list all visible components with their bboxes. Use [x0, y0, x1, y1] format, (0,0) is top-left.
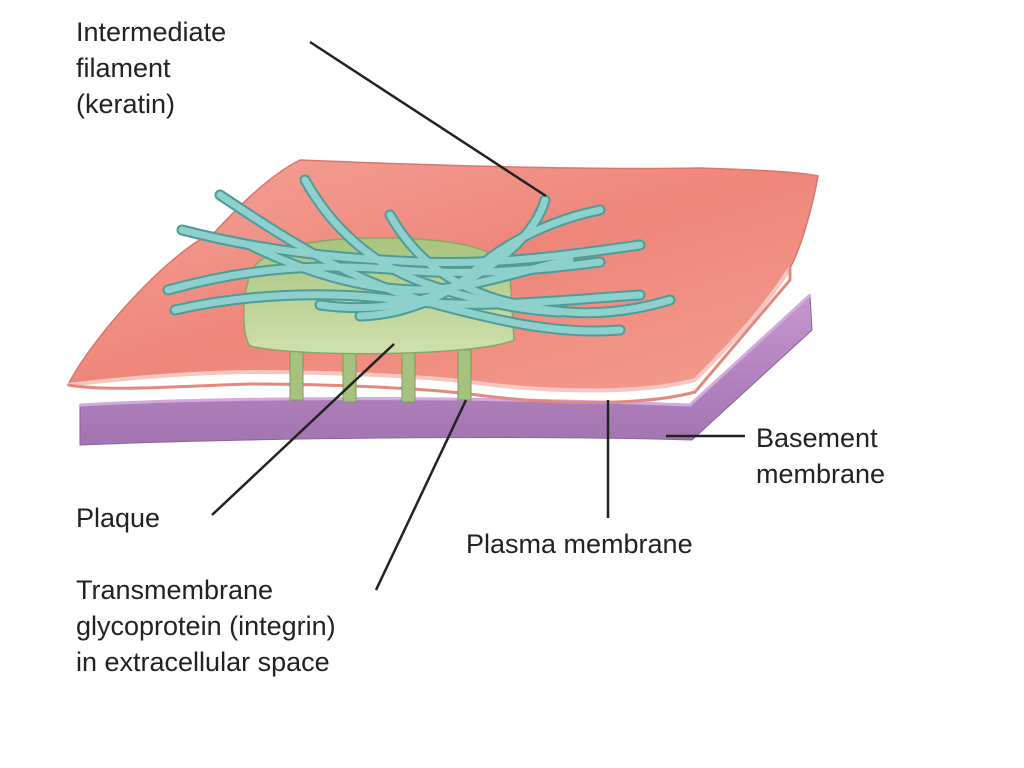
label-transmembrane-glycoprotein: Transmembrane glycoprotein (integrin) in…	[76, 572, 336, 680]
label-transmembrane-line-1: Transmembrane	[76, 575, 274, 605]
leader-line-transmembrane	[374, 399, 468, 591]
integrin-columns	[289, 349, 472, 403]
label-basement-membrane: Basement membrane	[756, 420, 885, 492]
label-plaque: Plaque	[76, 503, 161, 533]
keratin-filaments	[162, 174, 676, 337]
label-transmembrane-line-3: in extracellular space	[76, 647, 330, 677]
leader-lines	[211, 40, 745, 591]
label-intermediate-filament-line-1: Intermediate	[76, 17, 227, 47]
leader-line-plaque	[211, 343, 395, 516]
label-plasma-membrane: Plasma membrane	[466, 529, 693, 559]
label-basement-membrane-line-2: membrane	[756, 459, 886, 489]
leader-line-intermediate-filament	[309, 40, 547, 198]
label-intermediate-filament-line-3: (keratin)	[76, 89, 176, 119]
label-intermediate-filament: Intermediate filament (keratin)	[76, 14, 226, 122]
basement-membrane-layer	[79, 293, 813, 446]
label-basement-membrane-line-1: Basement	[756, 423, 878, 453]
label-transmembrane-line-2: glycoprotein (integrin)	[76, 611, 336, 641]
label-intermediate-filament-line-2: filament	[76, 53, 171, 83]
